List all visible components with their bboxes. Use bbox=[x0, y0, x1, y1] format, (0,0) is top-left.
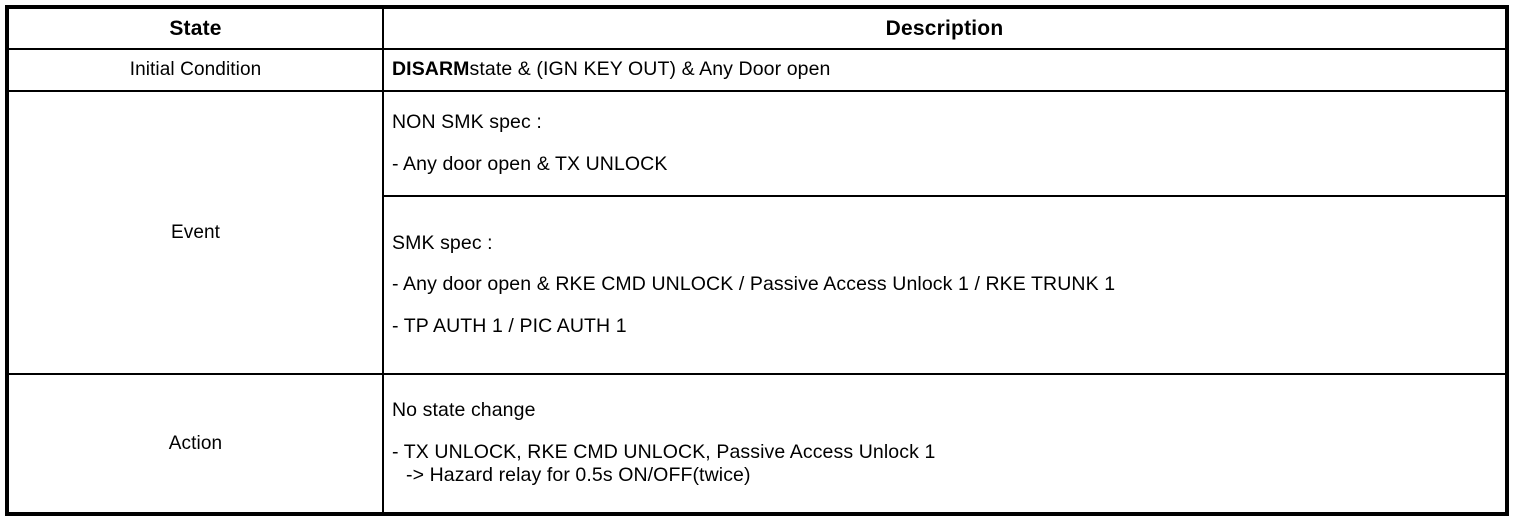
state-label-event: Event bbox=[6, 90, 384, 375]
smk-heading: SMK spec : bbox=[392, 231, 493, 254]
smk-bullet-2: - TP AUTH 1 / PIC AUTH 1 bbox=[392, 314, 627, 337]
initial-condition-text: DISARMstate & (IGN KEY OUT) & Any Door o… bbox=[392, 60, 1505, 80]
smk-bullet-1: - Any door open & RKE CMD UNLOCK / Passi… bbox=[392, 273, 1116, 296]
table-header-row: State Description bbox=[6, 6, 1508, 50]
action-bullet-1: - TX UNLOCK, RKE CMD UNLOCK, Passive Acc… bbox=[392, 440, 936, 463]
table-row-event-smk: SMK spec : - Any door open & RKE CMD UNL… bbox=[7, 195, 1508, 375]
table-row-event-non-smk: Event NON SMK spec : - Any door open & T… bbox=[6, 90, 1508, 375]
initial-condition-rest-text: state & (IGN KEY OUT) & Any Door open bbox=[469, 58, 831, 81]
non-smk-bullet-1: - Any door open & TX UNLOCK bbox=[392, 152, 668, 175]
initial-condition-bold-term: DISARM bbox=[392, 58, 470, 81]
description-action: No state change - TX UNLOCK, RKE CMD UNL… bbox=[382, 373, 1508, 515]
description-event-non-smk: NON SMK spec : - Any door open & TX UNLO… bbox=[382, 90, 1508, 197]
column-header-state: State bbox=[6, 6, 384, 50]
table-row-action: Action No state change - TX UNLOCK, RKE … bbox=[6, 373, 1508, 515]
action-bullet-1-detail: -> Hazard relay for 0.5s ON/OFF(twice) bbox=[406, 464, 751, 487]
state-description-table: State Description Initial Condition DISA… bbox=[5, 5, 1509, 516]
description-event-smk: SMK spec : - Any door open & RKE CMD UNL… bbox=[382, 195, 1508, 375]
action-line-no-state-change: No state change bbox=[392, 399, 536, 422]
state-label-action: Action bbox=[6, 373, 384, 515]
state-label-initial-condition: Initial Condition bbox=[6, 48, 384, 92]
description-initial-condition: DISARMstate & (IGN KEY OUT) & Any Door o… bbox=[382, 48, 1508, 92]
table-row-initial-condition: Initial Condition DISARMstate & (IGN KEY… bbox=[6, 48, 1508, 92]
non-smk-heading: NON SMK spec : bbox=[392, 111, 542, 133]
column-header-description: Description bbox=[382, 6, 1508, 50]
